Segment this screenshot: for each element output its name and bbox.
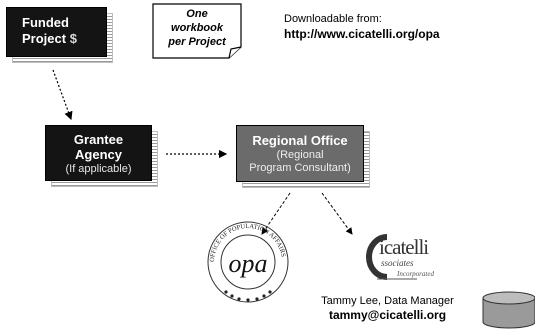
arrow-funded-to-grantee [52,69,73,121]
download-url[interactable]: http://www.cicatelli.org/opa [284,27,440,41]
cicatelli-incorporated: Incorporated [397,270,434,278]
grantee-line2: Agency [75,147,122,162]
dollar-symbol: $ [69,31,77,46]
regional-office-box: Regional Office (Regional Program Consul… [236,125,364,182]
opa-center-text: opa [229,249,268,278]
workbook-note: One workbook per Project [152,3,242,59]
regional-title: Regional Office [252,133,348,148]
grantee-agency-box: Grantee Agency (If applicable) [45,125,152,181]
funded-line1: Funded [22,15,69,30]
download-label: Downloadable from: [284,13,382,25]
opa-stars-icon [224,290,272,302]
cicatelli-associates: ssociates [381,258,414,268]
regional-sub1: (Regional [276,149,324,161]
note-line2: workbook [171,22,223,34]
arrow-regional-to-cicatelli [321,192,353,235]
funded-project-box: Funded Project $ [6,7,107,57]
cicatelli-name: icatelli [379,235,429,259]
grantee-sub: (If applicable) [65,163,132,175]
cicatelli-c-icon [366,234,417,280]
contact-info: Tammy Lee, Data Manager tammy@cicatelli.… [300,294,475,322]
contact-name: Tammy Lee, Data Manager [321,295,454,307]
regional-sub2: Program Consultant) [249,162,351,174]
download-info: Downloadable from: http://www.cicatelli.… [284,12,440,42]
funded-line2: Project [22,31,67,46]
note-line1: One [186,8,208,20]
contact-email[interactable]: tammy@cicatelli.org [328,308,447,322]
note-line3: per Project [168,36,226,48]
cicatelli-logo: icatelli ssociates Incorporated [357,231,457,286]
funded-line2-row: Project $ [22,31,106,47]
note-shape [152,3,242,59]
grantee-line1: Grantee [73,132,124,147]
note-text: One workbook per Project [152,7,242,49]
arrow-regional-to-opa [261,192,291,235]
